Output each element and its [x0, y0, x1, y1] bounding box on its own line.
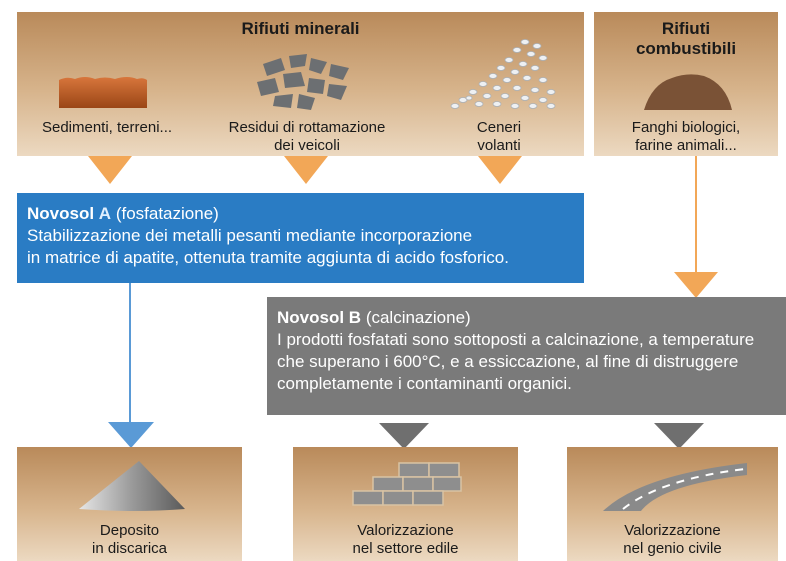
novosol-a-desc-1: Stabilizzazione dei metalli pesanti medi…: [27, 226, 473, 245]
arrow-ash-down: [478, 156, 522, 184]
civil-panel: Valorizzazione nel genio civile: [567, 447, 778, 561]
road-icon: [603, 463, 747, 511]
novosol-b-qualifier: (calcinazione): [365, 308, 471, 327]
novosol-a-name: Novosol A: [27, 204, 112, 223]
mineral-waste-panel: Rifiuti minerali Sedimenti, terreni... R…: [17, 12, 584, 156]
fly-ash-label-2: volanti: [477, 137, 521, 154]
landfill-pile-icon: [79, 461, 185, 511]
landfill-panel: Deposito in discarica: [17, 447, 242, 561]
arrow-vehicle-down: [284, 156, 328, 184]
sludge-label-1: Fanghi biologici,: [631, 119, 741, 136]
landfill-connector-line: [129, 283, 131, 423]
vehicle-scrap-icon: [257, 54, 349, 110]
novosol-b-box: Novosol B (calcinazione) I prodotti fosf…: [267, 297, 786, 415]
sludge-label-2: farine animali...: [635, 137, 737, 154]
fly-ash-label-1: Ceneri: [476, 119, 522, 136]
novosol-a-qualifier: (fosfatazione): [115, 204, 219, 223]
arrow-building-down: [379, 423, 429, 449]
civil-label-2: nel genio civile: [623, 540, 722, 557]
landfill-label-1: Deposito: [99, 522, 160, 539]
sediment-icon: [59, 77, 147, 108]
building-label-2: nel settore edile: [352, 540, 459, 557]
arrow-landfill-down: [108, 422, 154, 448]
building-panel: Valorizzazione nel settore edile: [293, 447, 518, 561]
novosol-b-name: Novosol B: [277, 308, 362, 327]
arrow-fuel-down: [674, 272, 718, 298]
sludge-icon: [644, 74, 732, 110]
mineral-waste-title: Rifiuti minerali: [241, 19, 360, 38]
fuel-waste-title-2: combustibili: [635, 39, 737, 58]
sediment-label: Sedimenti, terreni...: [41, 119, 173, 136]
bricks-icon: [352, 462, 462, 506]
fuel-waste-panel: Rifiuti combustibili Fanghi biologici, f…: [594, 12, 778, 156]
novosol-a-desc-2: in matrice di apatite, ottenuta tramite …: [27, 248, 509, 267]
fuel-connector-line: [695, 156, 697, 274]
vehicle-scrap-label-2: dei veicoli: [274, 137, 340, 154]
novosol-b-desc-2: che superano i 600°C, e a essiccazione, …: [277, 352, 739, 371]
arrow-civil-down: [654, 423, 704, 449]
civil-label-1: Valorizzazione: [624, 522, 721, 539]
novosol-a-box: Novosol A (fosfatazione) Stabilizzazione…: [17, 193, 584, 283]
novosol-b-desc-3: completamente i contaminanti organici.: [277, 374, 572, 393]
landfill-label-2: in discarica: [91, 540, 168, 557]
building-label-1: Valorizzazione: [357, 522, 454, 539]
vehicle-scrap-label-1: Residui di rottamazione: [228, 119, 386, 136]
fuel-waste-title-1: Rifiuti: [661, 19, 711, 38]
novosol-b-desc-1: I prodotti fosfatati sono sottoposti a c…: [277, 330, 755, 349]
fly-ash-icon: [450, 39, 556, 109]
arrow-sediment-down: [88, 156, 132, 184]
